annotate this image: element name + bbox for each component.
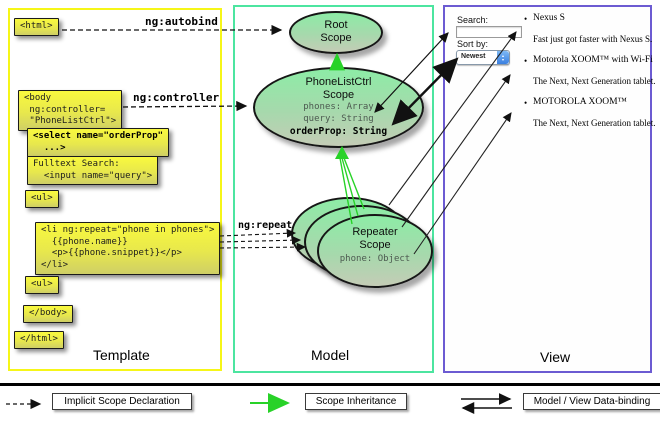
bullet-icon: • (524, 56, 528, 66)
ul-open-tag-box: <ul> (25, 190, 59, 208)
sort-by-label: Sort by: (457, 39, 489, 49)
sort-dropdown-value: Newest (461, 53, 486, 60)
phone-item-desc: Fast just got faster with Nexus S. (533, 34, 653, 44)
view-column-label: View (540, 349, 571, 365)
select-orderprop-box: <select name="orderProp" ...> (27, 128, 170, 158)
legend-scope-inheritance: Scope Inheritance (305, 393, 407, 410)
phone-item-name: MOTOROLA XOOM™ (533, 97, 627, 107)
legend-model-view-databinding: Model / View Data-binding (523, 393, 660, 410)
ng-repeat-label: ng:repeat (238, 220, 293, 231)
root-scope-title: Root Scope (320, 19, 352, 44)
html-close-tag-box: </html> (14, 331, 64, 349)
dropdown-stepper-icon: ▴ ▾ (497, 51, 509, 64)
ul-close-tag-box: <ul> (25, 276, 59, 294)
body-open-tag-box: <body ng:controller= "PhoneListCtrl"> (18, 90, 123, 132)
sort-dropdown[interactable]: Newest ▴ ▾ (456, 50, 510, 65)
legend-implicit-scope-declaration: Implicit Scope Declaration (52, 393, 192, 410)
template-column-label: Template (93, 347, 150, 363)
legend-separator-line (0, 383, 660, 386)
bullet-icon: • (524, 14, 528, 24)
repeater-scope-ellipse-front: Repeater Scope phone: Object (317, 214, 433, 288)
phone-item-desc: The Next, Next Generation tablet. (533, 76, 656, 86)
body-close-tag-box: </body> (23, 305, 73, 323)
ng-autobind-label: ng:autobind (145, 15, 218, 28)
bullet-icon: • (524, 98, 528, 108)
html-open-tag-box: <html> (14, 18, 59, 36)
search-label: Search: (457, 15, 489, 25)
search-input[interactable] (456, 26, 522, 38)
phonelistctrl-scope-props: phones: Array query: String (303, 102, 374, 125)
li-repeat-box: <li ng:repeat="phone in phones"> {{phone… (35, 222, 221, 275)
phonelistctrl-scope-title: PhoneListCtrl Scope (305, 76, 372, 101)
fulltext-search-box: Fulltext Search: <input name="query"> (27, 156, 159, 186)
phone-item-name: Motorola XOOM™ with Wi-Fi (533, 55, 653, 65)
phone-item-name: Nexus S (533, 13, 565, 23)
repeater-scope-title: Repeater Scope (352, 226, 398, 251)
phonelistctrl-orderprop: orderProp: String (289, 125, 388, 137)
ng-controller-label: ng:controller (133, 91, 220, 104)
phone-item-desc: The Next, Next Generation tablet. (533, 118, 656, 128)
model-column (233, 5, 434, 373)
template-column (8, 8, 222, 371)
root-scope-ellipse: Root Scope (289, 11, 383, 54)
stepper-down-icon: ▾ (501, 56, 504, 62)
model-column-label: Model (311, 347, 350, 363)
phonelistctrl-scope-ellipse: PhoneListCtrl Scope phones: Array query:… (253, 67, 424, 148)
repeater-scope-prop: phone: Object (339, 254, 411, 265)
